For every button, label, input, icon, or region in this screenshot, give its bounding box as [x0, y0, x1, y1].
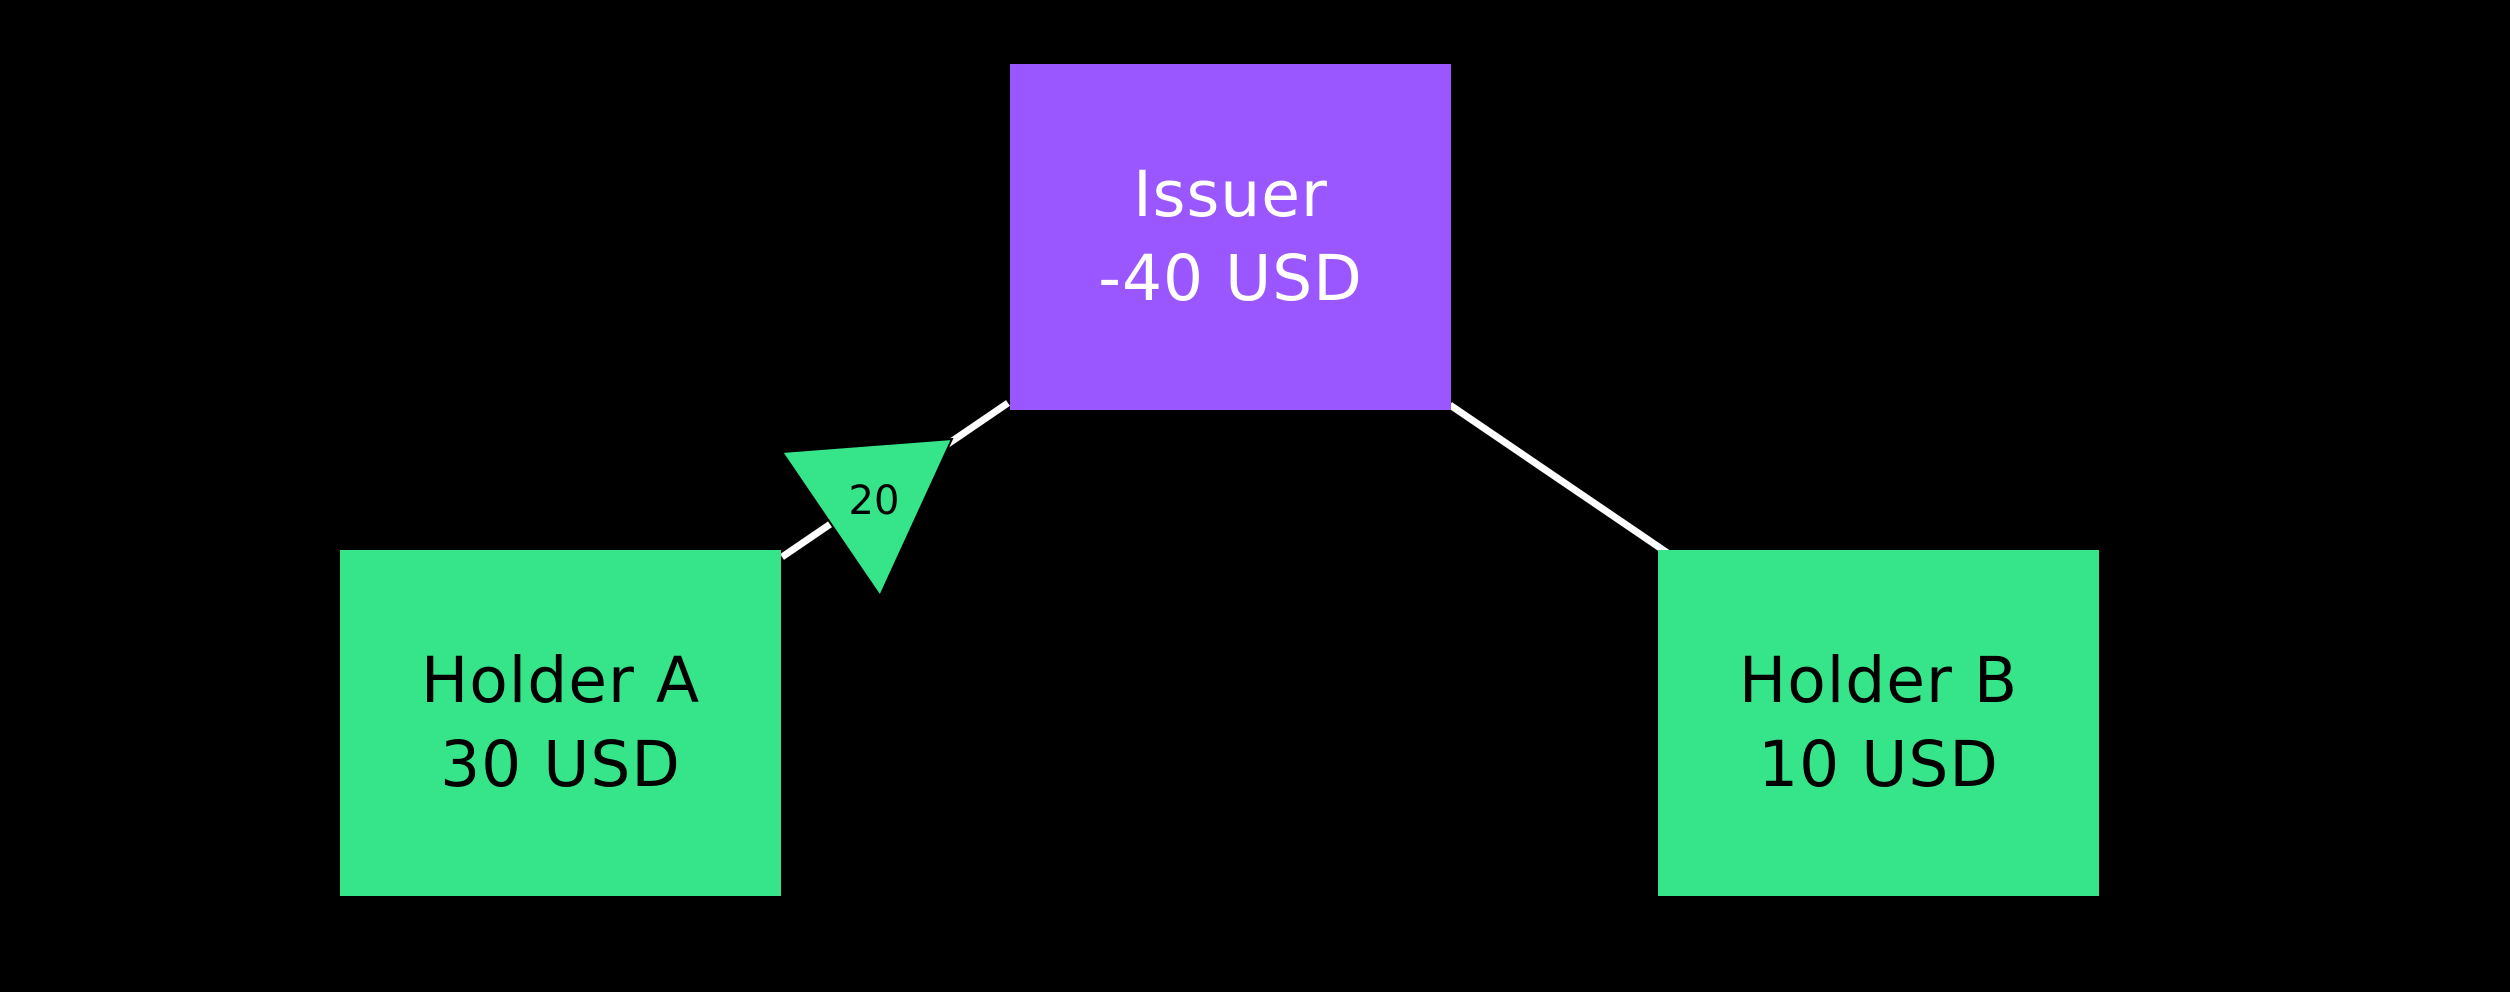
issuer-node: Issuer -40 USD	[1010, 64, 1451, 410]
issuer-balance: -40 USD	[1098, 242, 1363, 315]
holder-a-node: Holder A 30 USD	[340, 550, 781, 896]
holder-b-name: Holder B	[1738, 644, 2019, 717]
edge-issuer-to-holder-b	[1448, 402, 1674, 559]
holder-a-balance: 30 USD	[440, 728, 681, 801]
transfer-arrow-triangle	[780, 437, 954, 599]
issuer-name: Issuer	[1133, 158, 1328, 231]
holder-a-name: Holder A	[420, 644, 701, 717]
holder-b-node: Holder B 10 USD	[1658, 550, 2099, 896]
transfer-amount-label: 20	[849, 478, 900, 524]
holder-b-balance: 10 USD	[1758, 728, 1999, 801]
